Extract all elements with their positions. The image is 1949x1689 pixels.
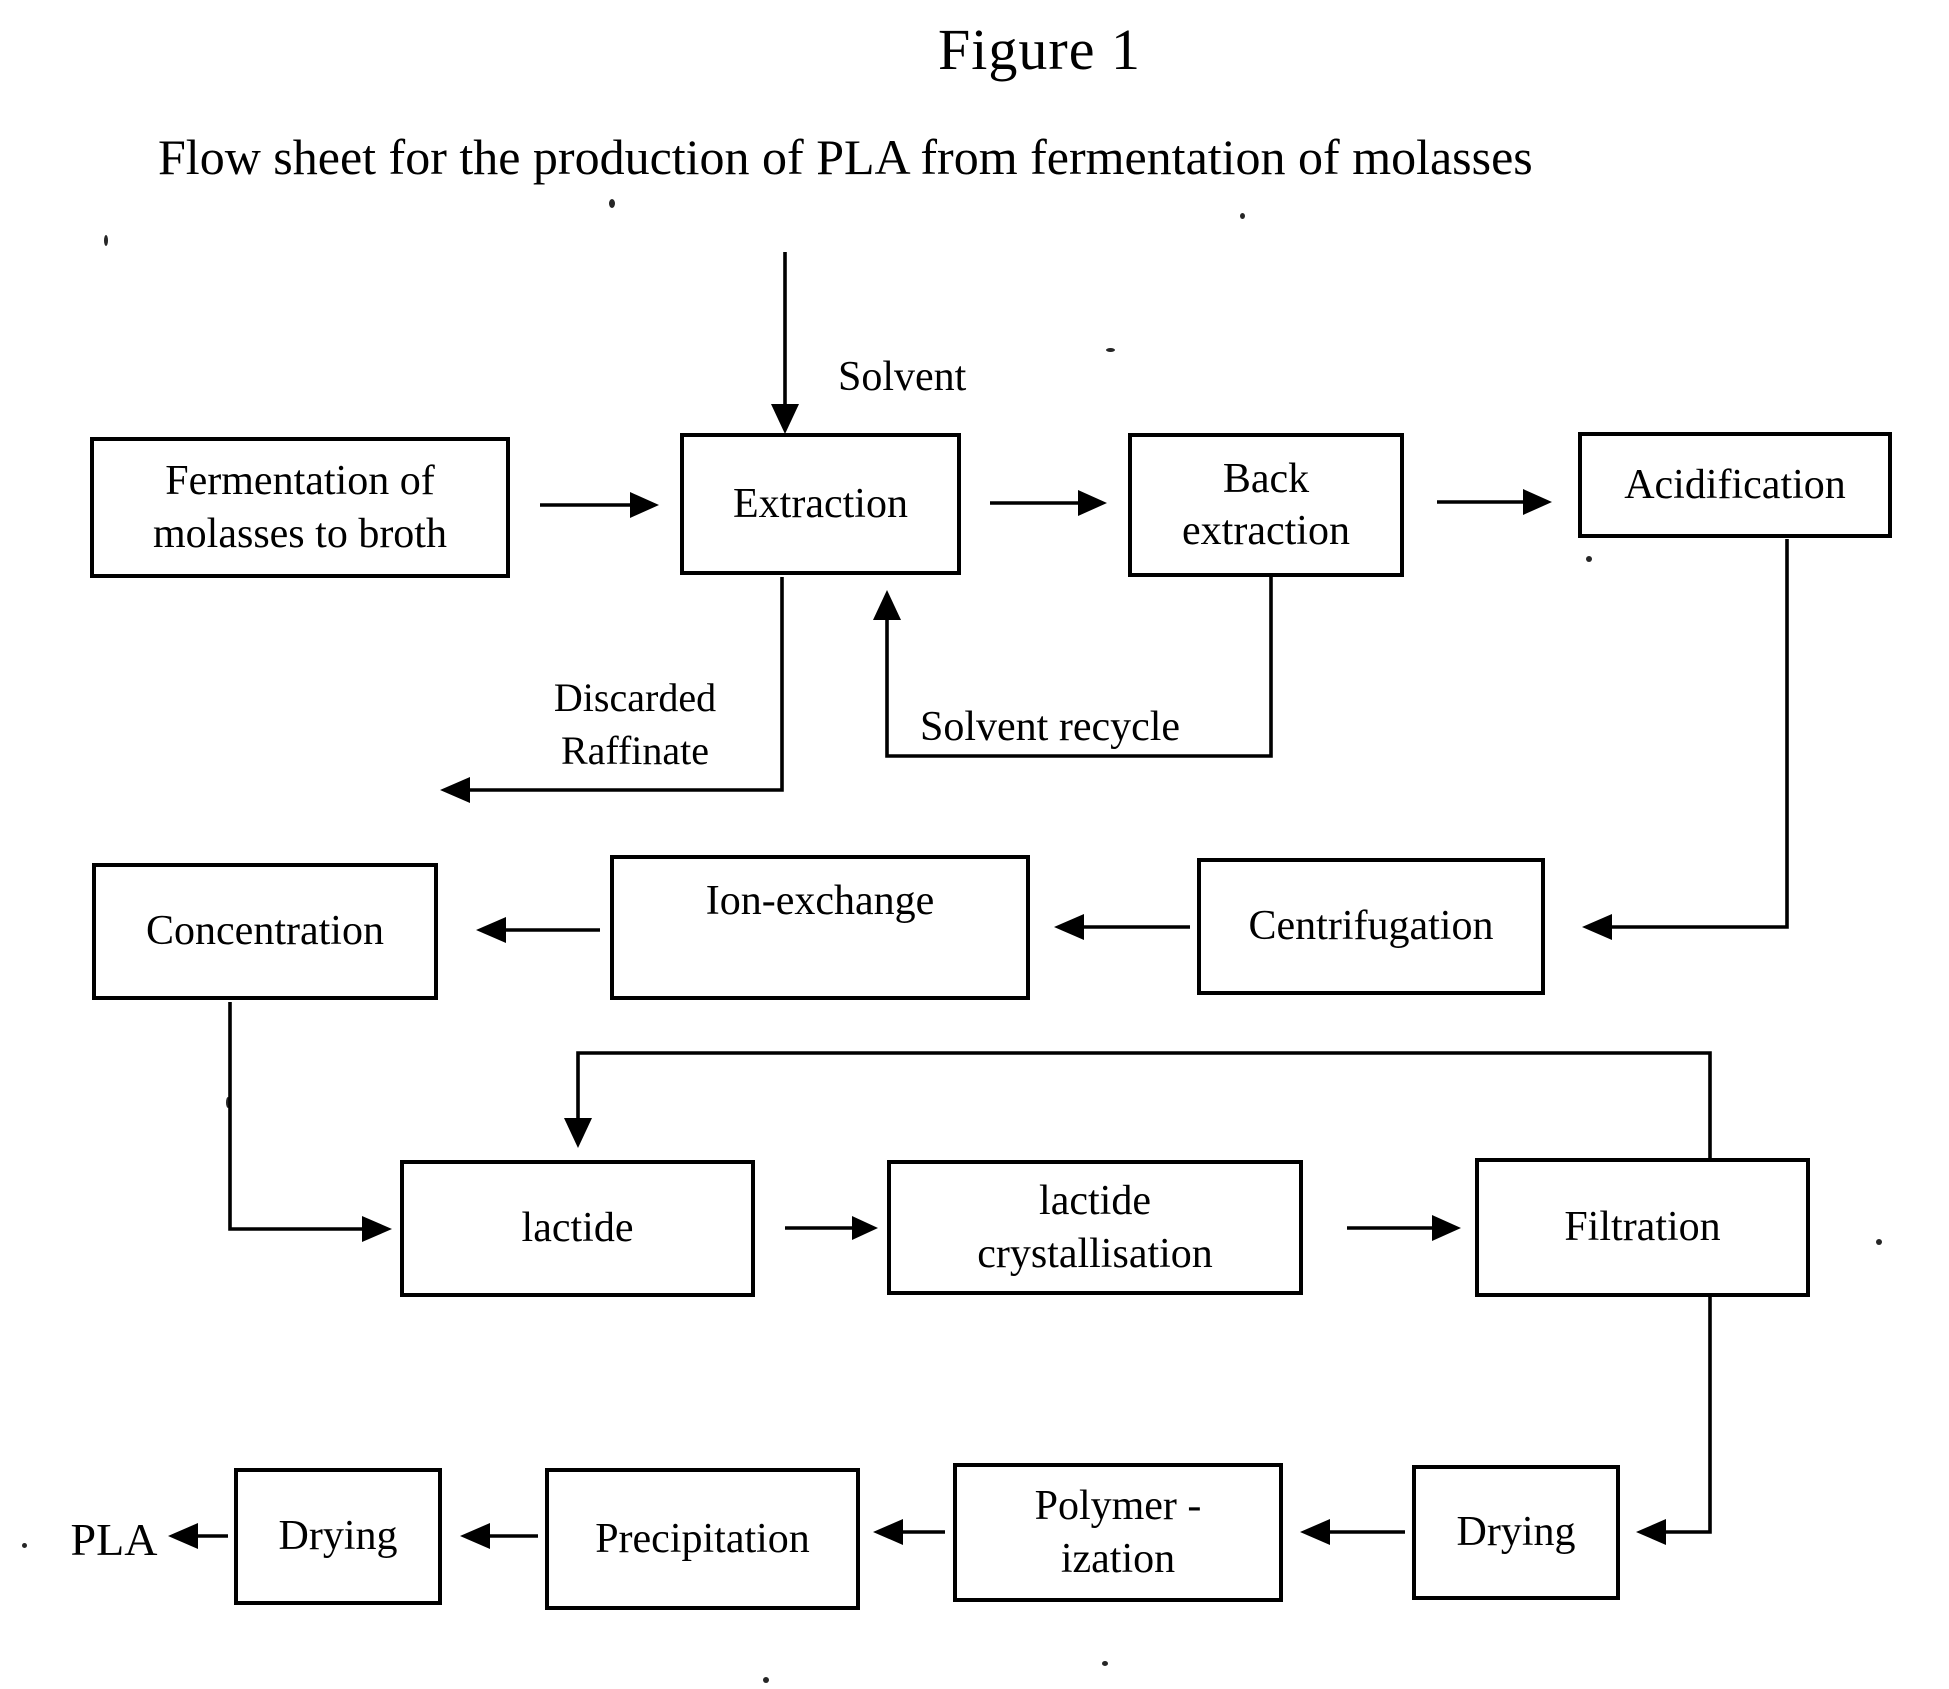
node-lactide-crystallisation: lactide crystallisation: [887, 1160, 1303, 1295]
arrowhead-left-icon: [1636, 1519, 1666, 1545]
arrow-back-extraction-to-acidification: [1437, 489, 1552, 515]
arrowhead-left-icon: [1054, 914, 1084, 940]
arrow-crystallisation-to-filtration: [1347, 1215, 1461, 1241]
node-extraction: Extraction: [680, 433, 961, 575]
figure-subtitle: Flow sheet for the production of PLA fro…: [158, 129, 1533, 185]
node-back-extraction-label: Back extraction: [1182, 455, 1350, 555]
node-centrifugation-label: Centrifugation: [1248, 903, 1494, 950]
node-drying-final-label: Drying: [278, 1513, 398, 1560]
node-polymerization: Polymer - ization: [953, 1463, 1283, 1602]
scan-speck: [1102, 1661, 1108, 1666]
node-acidification-label: Acidification: [1624, 461, 1846, 508]
discarded-raffinate-label: Discarded Raffinate: [553, 675, 717, 773]
arrow-solvent-into-extraction: [771, 252, 799, 434]
arrowhead-left-icon: [168, 1523, 198, 1549]
arrowhead-right-icon: [852, 1216, 878, 1240]
solvent-stream-label: Solvent: [838, 354, 967, 400]
arrowhead-right-icon: [1078, 490, 1107, 516]
node-centrifugation: Centrifugation: [1197, 858, 1545, 995]
arrow-acidification-to-centrifugation: [1582, 539, 1789, 940]
node-drying-post-filtration-label: Drying: [1456, 1509, 1576, 1556]
arrow-lactide-to-crystallisation: [785, 1216, 878, 1240]
connector-line: [470, 577, 784, 792]
arrow-extraction-to-back-extraction: [990, 490, 1107, 516]
node-acidification: Acidification: [1578, 432, 1892, 538]
connector-line: [1666, 1297, 1712, 1534]
arrowhead-left-icon: [1582, 914, 1612, 940]
arrow-discarded-raffinate-out: [440, 577, 784, 803]
arrow-drying-to-polymerization: [1300, 1519, 1405, 1545]
arrowhead-down-icon: [771, 404, 799, 434]
arrowhead-right-icon: [1523, 489, 1552, 515]
arrow-ion-exchange-to-concentration: [476, 917, 600, 943]
scan-speck: [1586, 556, 1592, 562]
node-extraction-label: Extraction: [733, 480, 908, 527]
scan-speck: [104, 235, 108, 246]
arrow-polymerization-to-precipitation: [873, 1519, 945, 1545]
node-polymerization-label: Polymer - ization: [1034, 1483, 1202, 1582]
node-filtration-label: Filtration: [1564, 1204, 1721, 1251]
scan-speck: [763, 1677, 769, 1683]
node-fermentation-label: Fermentation of molasses to broth: [153, 458, 447, 557]
scan-speck: [1240, 213, 1245, 219]
pla-product-label: PLA: [70, 1514, 158, 1565]
arrowhead-left-icon: [460, 1523, 490, 1549]
node-concentration: Concentration: [92, 863, 438, 1000]
arrowhead-down-icon: [564, 1118, 592, 1148]
node-ion-exchange: Ion-exchange: [610, 855, 1030, 1000]
node-precipitation-label: Precipitation: [595, 1515, 810, 1562]
node-back-extraction: Back extraction: [1128, 433, 1404, 577]
arrow-fermentation-to-extraction: [540, 492, 659, 518]
connector-line: [1612, 539, 1789, 929]
scan-speck: [1106, 348, 1115, 352]
node-lactide: lactide: [400, 1160, 755, 1297]
arrow-precipitation-to-drying-final: [460, 1523, 538, 1549]
arrowhead-left-icon: [476, 917, 506, 943]
node-drying-final: Drying: [234, 1468, 442, 1605]
connector-line: [228, 1002, 362, 1231]
node-precipitation: Precipitation: [545, 1468, 860, 1610]
connector-line: [576, 1051, 1712, 1158]
arrow-filtration-recycle-to-lactide: [564, 1051, 1712, 1158]
arrow-concentration-to-lactide: [228, 1002, 392, 1242]
arrowhead-up-icon: [873, 590, 901, 620]
arrow-solvent-recycle-to-extraction: [873, 577, 1273, 758]
node-concentration-label: Concentration: [146, 908, 384, 955]
scan-speck: [1876, 1239, 1882, 1245]
arrowhead-left-icon: [1300, 1519, 1330, 1545]
connector-line: [885, 577, 1273, 758]
arrowhead-right-icon: [630, 492, 659, 518]
arrow-drying-final-to-pla: [168, 1523, 228, 1549]
scan-speck: [226, 1097, 230, 1108]
arrow-centrifugation-to-ion-exchange: [1054, 914, 1190, 940]
arrowhead-right-icon: [362, 1216, 392, 1242]
arrowhead-left-icon: [440, 777, 470, 803]
node-lactide-crystallisation-label: lactide crystallisation: [977, 1178, 1213, 1277]
node-filtration: Filtration: [1475, 1158, 1810, 1297]
scan-speck: [609, 199, 615, 208]
figure-title: Figure 1: [938, 17, 1141, 82]
arrowhead-right-icon: [1432, 1215, 1461, 1241]
node-ion-exchange-label: Ion-exchange: [705, 878, 935, 924]
arrow-filtration-to-drying: [1636, 1297, 1712, 1545]
node-drying-post-filtration: Drying: [1412, 1465, 1620, 1600]
node-fermentation: Fermentation of molasses to broth: [90, 437, 510, 578]
solvent-recycle-label: Solvent recycle: [920, 704, 1181, 750]
scan-speck: [22, 1543, 27, 1548]
arrowhead-left-icon: [873, 1519, 903, 1545]
node-lactide-label: lactide: [521, 1205, 634, 1252]
